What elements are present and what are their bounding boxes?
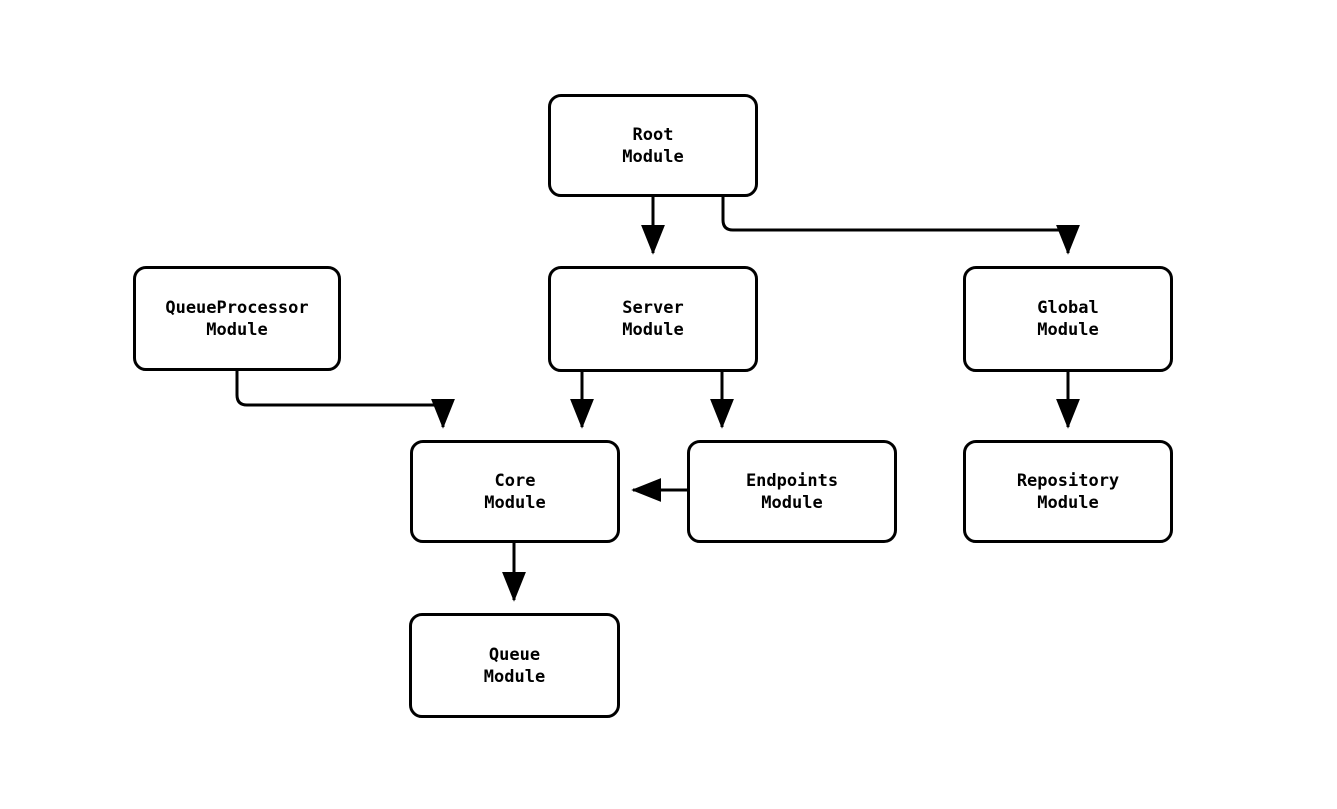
node-queueprocessor-module-label: QueueProcessor Module bbox=[165, 297, 309, 340]
node-root-module[interactable]: Root Module bbox=[548, 94, 758, 197]
node-queueprocessor-module[interactable]: QueueProcessor Module bbox=[133, 266, 341, 371]
node-endpoints-module-label: Endpoints Module bbox=[745, 470, 839, 513]
node-core-module-label: Core Module bbox=[484, 470, 546, 513]
node-repository-module-label: Repository Module bbox=[1016, 470, 1120, 513]
node-global-module-label: Global Module bbox=[1037, 298, 1099, 340]
node-endpoints-module[interactable]: Endpoints Module bbox=[687, 440, 897, 543]
node-server-module-label: Server Module bbox=[622, 298, 684, 340]
node-core-module[interactable]: Core Module bbox=[410, 440, 620, 543]
node-root-module-label: Root Module bbox=[622, 124, 684, 167]
node-queue-module[interactable]: Queue Module bbox=[409, 613, 620, 718]
edge-root-to-global bbox=[721, 197, 1080, 255]
node-global-module[interactable]: Global Module bbox=[963, 266, 1173, 372]
node-repository-module[interactable]: Repository Module bbox=[963, 440, 1173, 543]
edge-queueprocessor-to-core bbox=[235, 371, 455, 429]
node-server-module[interactable]: Server Module bbox=[548, 266, 758, 372]
node-queue-module-label: Queue Module bbox=[483, 644, 546, 687]
